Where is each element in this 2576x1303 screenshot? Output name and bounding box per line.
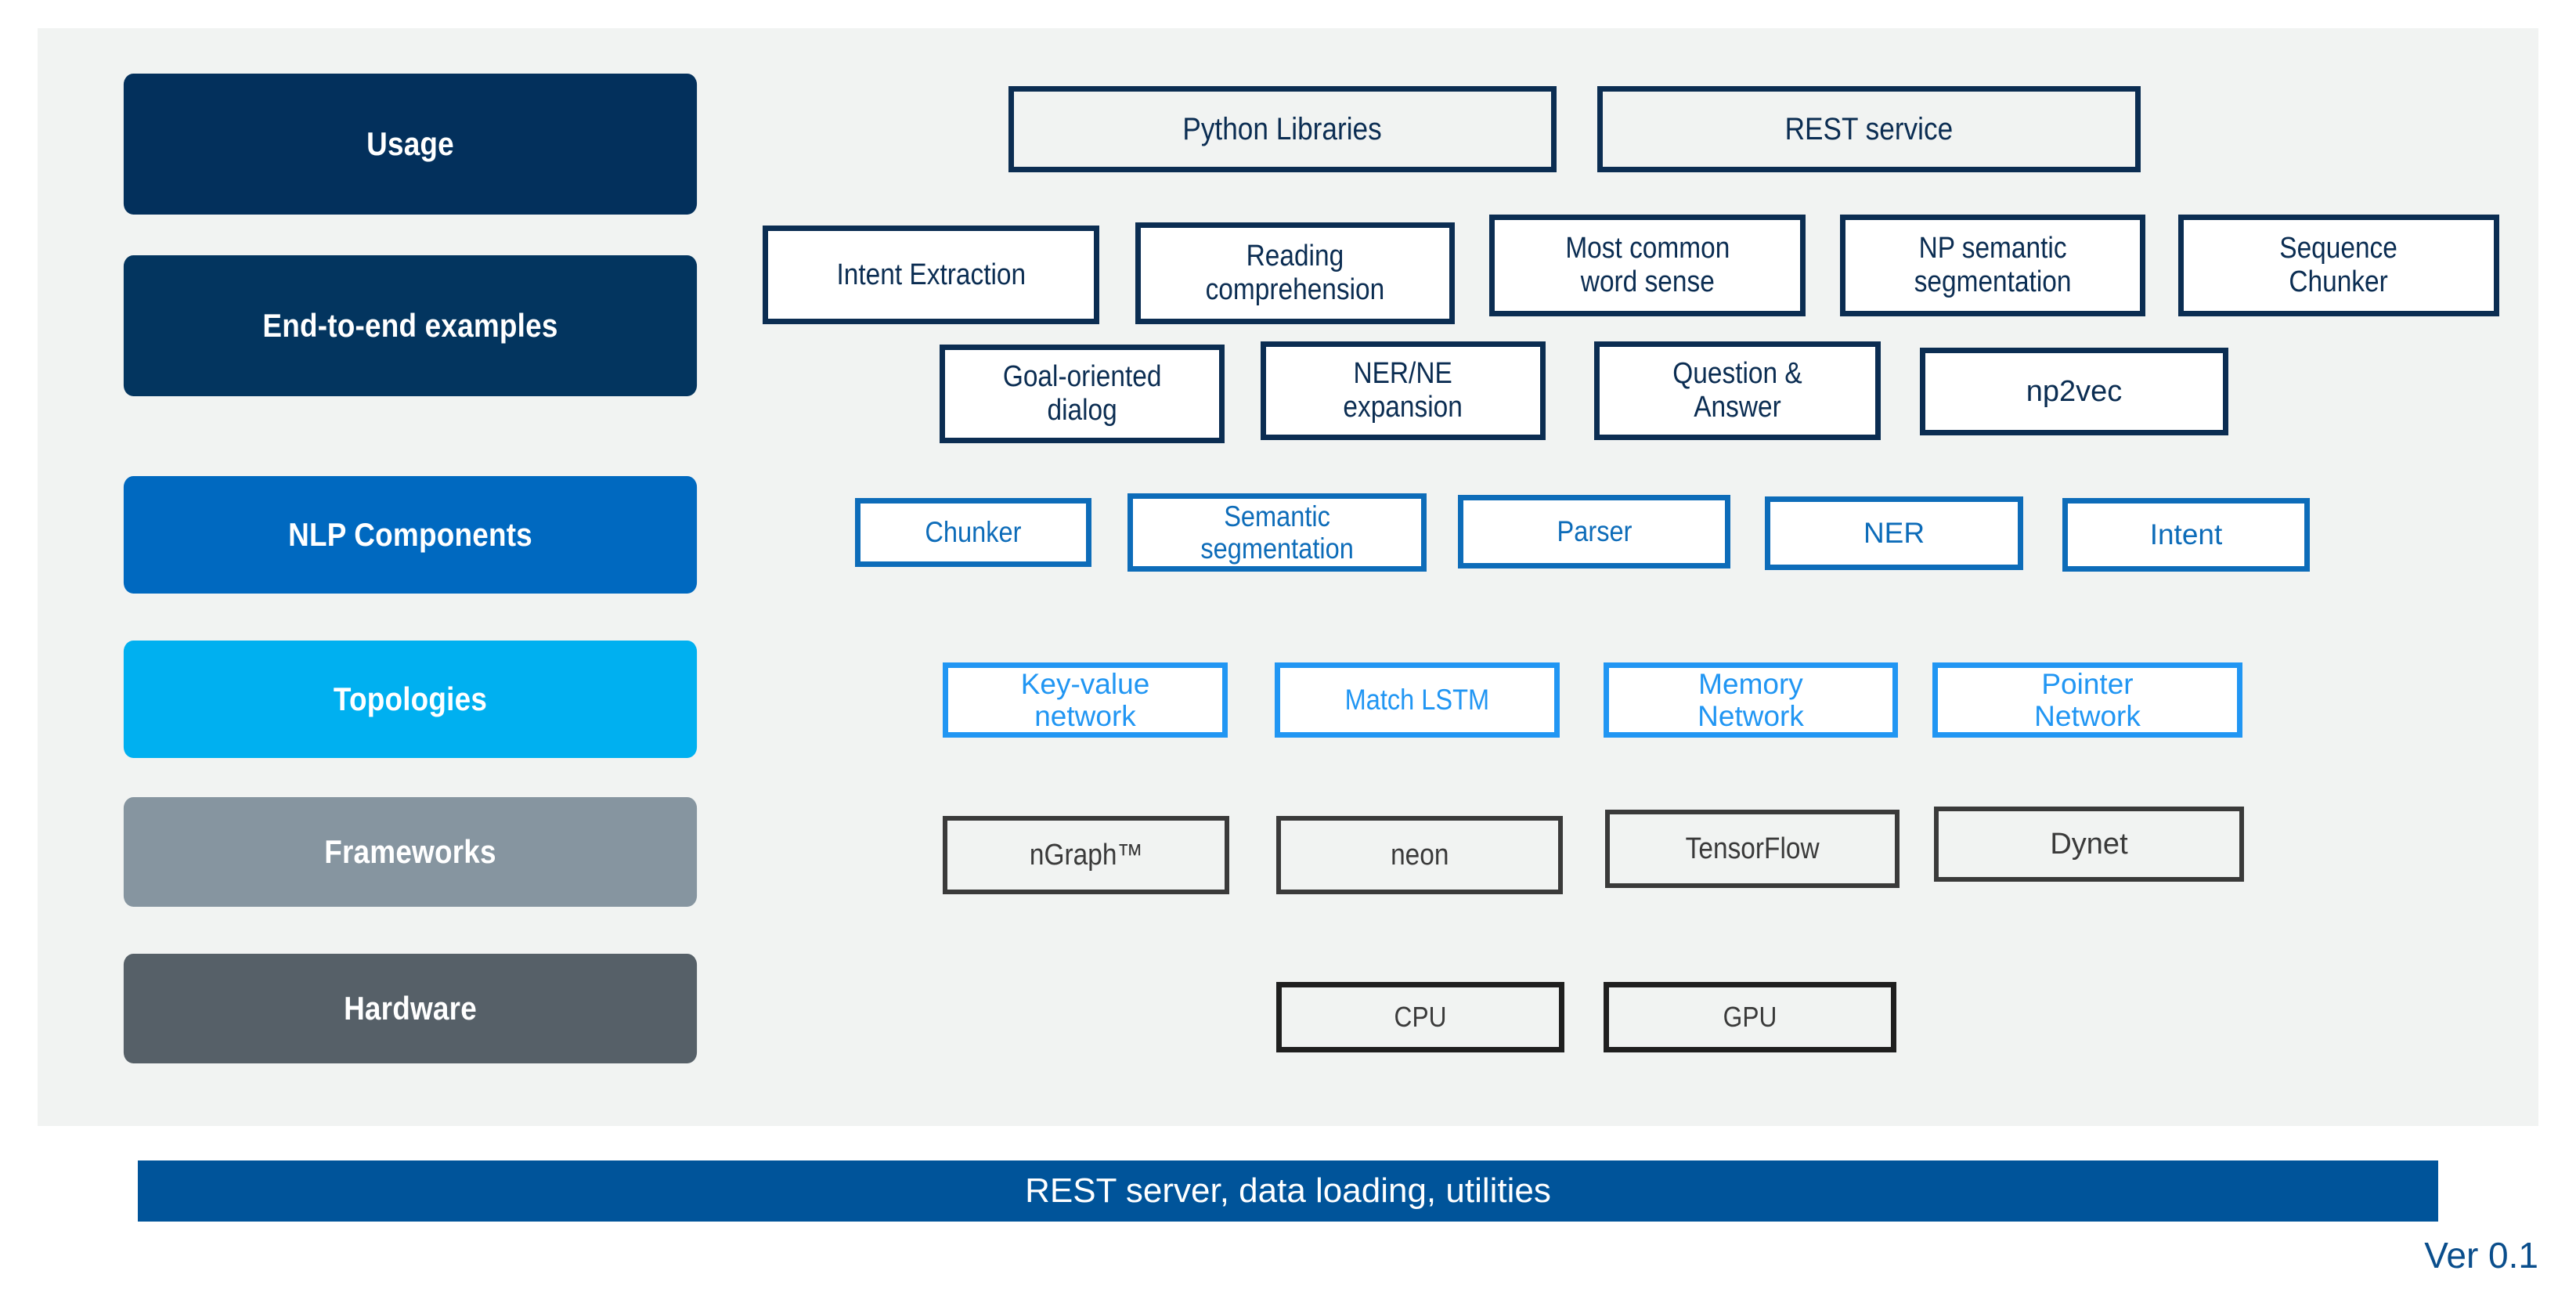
layer-label-text: Usage	[366, 125, 454, 162]
node-np-semantic-segmentation[interactable]: NP semantic segmentation	[1840, 215, 2145, 316]
layer-label-text: Frameworks	[324, 833, 496, 870]
layer-label-text: End-to-end examples	[262, 307, 558, 344]
node-label: Sequence Chunker	[2279, 232, 2398, 298]
node-label: np2vec	[2026, 374, 2123, 408]
node-label: Key-value network	[1020, 667, 1150, 732]
node-label: NP semantic segmentation	[1914, 232, 2072, 298]
node-ner[interactable]: NER	[1765, 496, 2023, 570]
node-label: Intent Extraction	[836, 258, 1026, 291]
node-dynet[interactable]: Dynet	[1934, 807, 2244, 882]
node-label: Semantic segmentation	[1200, 500, 1354, 565]
layer-label-text: Hardware	[344, 990, 477, 1027]
node-ner-ne-expansion[interactable]: NER/NE expansion	[1261, 341, 1546, 440]
node-label: NER/NE expansion	[1343, 357, 1463, 424]
node-semantic-segmentation[interactable]: Semantic segmentation	[1127, 493, 1427, 572]
node-match-lstm[interactable]: Match LSTM	[1275, 662, 1560, 738]
node-label: Most common word sense	[1565, 232, 1730, 298]
node-pointer-network[interactable]: Pointer Network	[1932, 662, 2242, 738]
layer-label-hardware: Hardware	[123, 954, 698, 1063]
node-label: Goal-oriented dialog	[1002, 360, 1162, 427]
node-label: GPU	[1723, 1000, 1777, 1033]
node-neon[interactable]: neon	[1276, 816, 1563, 894]
node-label: Pointer Network	[2034, 667, 2141, 732]
node-label: Question & Answer	[1672, 357, 1802, 424]
node-label: Match LSTM	[1344, 684, 1490, 716]
node-tensorflow[interactable]: TensorFlow	[1605, 810, 1900, 888]
node-question-and-answer[interactable]: Question & Answer	[1594, 341, 1881, 440]
node-label: Dynet	[2050, 827, 2128, 861]
node-label: NER	[1863, 517, 1925, 550]
node-label: Chunker	[925, 516, 1022, 549]
node-python-libraries[interactable]: Python Libraries	[1008, 86, 1557, 172]
node-label: REST service	[1784, 111, 1954, 146]
bottom-bar-label: REST server, data loading, utilities	[1025, 1171, 1551, 1210]
layer-label-topologies: Topologies	[123, 641, 698, 758]
node-intent[interactable]: Intent	[2062, 498, 2310, 572]
node-label: neon	[1390, 838, 1449, 872]
node-gpu[interactable]: GPU	[1604, 982, 1896, 1052]
layer-label-frameworks: Frameworks	[123, 797, 698, 907]
layer-label-nlp-components: NLP Components	[123, 476, 698, 594]
node-goal-oriented-dialog[interactable]: Goal-oriented dialog	[940, 345, 1225, 443]
node-most-common-word-sense[interactable]: Most common word sense	[1489, 215, 1806, 316]
node-label: CPU	[1394, 1000, 1447, 1033]
node-reading-comprehension[interactable]: Reading comprehension	[1135, 222, 1455, 324]
node-np2vec[interactable]: np2vec	[1920, 348, 2228, 435]
layer-label-end-to-end-examples: End-to-end examples	[123, 255, 698, 396]
node-memory-network[interactable]: Memory Network	[1604, 662, 1898, 738]
node-key-value-network[interactable]: Key-value network	[943, 662, 1228, 738]
node-chunker[interactable]: Chunker	[855, 498, 1091, 567]
node-label: Reading comprehension	[1205, 240, 1385, 306]
node-label: nGraph™	[1029, 838, 1143, 872]
bottom-bar: REST server, data loading, utilities	[138, 1160, 2438, 1222]
layer-label-text: NLP Components	[288, 516, 532, 553]
node-cpu[interactable]: CPU	[1276, 982, 1564, 1052]
layer-label-usage: Usage	[123, 74, 698, 215]
node-label: Parser	[1557, 515, 1632, 548]
node-label: Python Libraries	[1182, 111, 1383, 146]
node-parser[interactable]: Parser	[1458, 495, 1730, 568]
node-intent-extraction[interactable]: Intent Extraction	[763, 226, 1099, 324]
layer-label-text: Topologies	[333, 680, 488, 717]
node-sequence-chunker[interactable]: Sequence Chunker	[2178, 215, 2499, 316]
node-label: Memory Network	[1697, 667, 1804, 732]
version-label: Ver 0.1	[2424, 1235, 2538, 1276]
node-label: TensorFlow	[1685, 832, 1820, 865]
node-ngraph[interactable]: nGraph™	[943, 816, 1229, 894]
node-label: Intent	[2149, 518, 2223, 551]
node-rest-service[interactable]: REST service	[1597, 86, 2141, 172]
